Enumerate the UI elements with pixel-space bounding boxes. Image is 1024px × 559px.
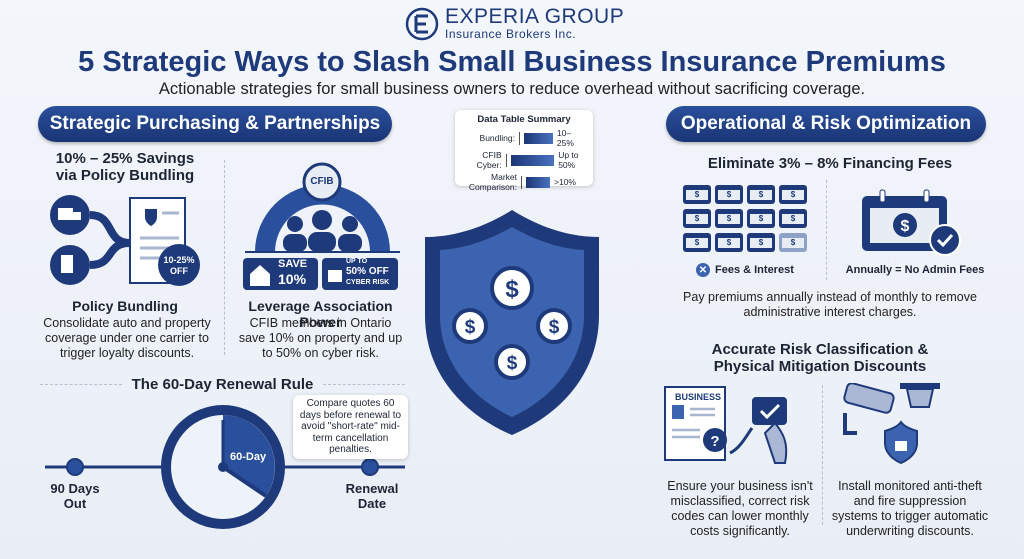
risk-right-desc: Install monitored anti-theft and fire su…: [831, 479, 989, 538]
calendar-dollar-icon: $: [747, 185, 775, 204]
calendar-dollar-icon: $: [747, 233, 775, 252]
financing-heading: Eliminate 3% – 8% Financing Fees: [707, 155, 953, 172]
cyber-bottom: CYBER RISK: [346, 279, 390, 286]
risk-heading: Accurate Risk Classification & Physical …: [711, 341, 929, 375]
page-subtitle: Actionable strategies for small business…: [158, 80, 866, 98]
calendar-dollar-icon: $: [747, 209, 775, 228]
renewal-timeline: [45, 405, 405, 529]
table-title: Data Table Summary: [477, 114, 571, 125]
x-icon: ✕: [696, 263, 710, 277]
annual-calendar-check-icon: $: [862, 189, 961, 256]
row-bar: [510, 154, 555, 166]
table-row: Bundling: 10–25%: [461, 128, 587, 148]
page-title: 5 Strategic Ways to Slash Small Business…: [78, 46, 946, 78]
calendar-dollar-icon: $: [779, 185, 807, 204]
row-value: 10–25%: [556, 128, 574, 148]
calendar-dollar-icon: $: [683, 233, 711, 252]
renewal-callout: Compare quotes 60 days before renewal to…: [293, 395, 408, 459]
calendar-dollar-icon: $: [683, 185, 711, 204]
bundling-badge: 10-25% OFF: [163, 255, 195, 276]
calendar-dollar-icon: $: [715, 233, 743, 252]
save-label: SAVE: [278, 258, 308, 270]
row-bar: [523, 132, 553, 144]
row-value: >10%: [554, 177, 576, 187]
business-classification-illustration: ?: [664, 386, 788, 464]
association-title: Leverage Association Power: [248, 298, 393, 330]
bundling-heading: 10% – 25% Savings via Policy Bundling: [55, 150, 195, 184]
renewal-title-rule: The 60-Day Renewal Rule: [40, 376, 406, 393]
svg-text:$: $: [465, 317, 476, 338]
brand-sub: Insurance Brokers Inc.: [445, 27, 577, 41]
svg-text:?: ?: [710, 433, 719, 450]
cyber-value: 50% OFF: [346, 266, 389, 277]
calendar-dollar-icon: $: [715, 185, 743, 204]
business-doc-label: BUSINESS: [675, 392, 722, 402]
annual-label: Annually = No Admin Fees: [845, 264, 985, 276]
row-label: Market Comparison:: [468, 172, 517, 192]
shield-dollar-icon: $ $ $ $: [425, 210, 599, 435]
data-table-summary: Data Table Summary Bundling: 10–25%CFIB …: [455, 110, 593, 192]
fees-label: ✕ Fees & Interest: [696, 263, 794, 277]
bundling-title: Policy Bundling: [72, 298, 178, 314]
risk-left-desc: Ensure your business isn't misclassified…: [667, 479, 813, 538]
calendar-dollar-icon: $: [683, 209, 711, 228]
divider: [224, 160, 225, 355]
bundling-desc: Consolidate auto and property coverage u…: [43, 316, 211, 360]
row-bar: [526, 176, 550, 188]
timeline-start: 90 Days Out: [50, 481, 100, 511]
association-desc: CFIB members in Ontario save 10% on prop…: [238, 316, 403, 360]
cyber-top: UP TO: [346, 258, 368, 265]
svg-text:$: $: [901, 218, 910, 235]
row-label: CFIB Cyber:: [476, 150, 502, 170]
calendar-dollar-icon: $: [715, 209, 743, 228]
row-value: Up to 50%: [558, 150, 579, 170]
clock-icon: [161, 405, 285, 529]
calendar-dollar-icon: $: [779, 209, 807, 228]
save-box: SAVE 10%: [278, 258, 307, 288]
svg-text:$: $: [507, 353, 518, 374]
association-illustration: [243, 162, 400, 290]
security-systems-illustration: [843, 383, 940, 465]
cfib-seal: CFIB: [310, 176, 334, 187]
table-row: CFIB Cyber: Up to 50%: [461, 150, 587, 170]
svg-text:$: $: [505, 276, 519, 303]
divider: [826, 180, 827, 280]
logo-icon: [405, 7, 439, 40]
save-value: 10%: [278, 271, 307, 287]
brand-logo: EXPERIA GROUP Insurance Brokers Inc.: [405, 6, 624, 41]
row-label: Bundling:: [479, 133, 515, 143]
calendar-dollar-icon: $: [779, 233, 807, 252]
financing-desc: Pay premiums annually instead of monthly…: [683, 290, 977, 319]
timeline-end: Renewal Date: [345, 481, 399, 511]
svg-text:$: $: [549, 317, 560, 338]
clock-label: 60-Day: [230, 451, 267, 463]
renewal-title: The 60-Day Renewal Rule: [131, 376, 314, 393]
table-row: Market Comparison: >10%: [461, 172, 587, 192]
bundling-illustration: [50, 195, 200, 286]
monthly-calendars-grid: $$$$$$$$$$$$: [683, 185, 809, 252]
right-section-pill: Operational & Risk Optimization: [666, 106, 986, 142]
fees-label-text: Fees & Interest: [715, 264, 794, 276]
divider: [822, 385, 823, 525]
cyber-box: UP TO 50% OFF CYBER RISK: [346, 257, 389, 287]
left-section-pill: Strategic Purchasing & Partnerships: [38, 106, 392, 142]
brand-name: EXPERIA GROUP: [445, 5, 625, 28]
